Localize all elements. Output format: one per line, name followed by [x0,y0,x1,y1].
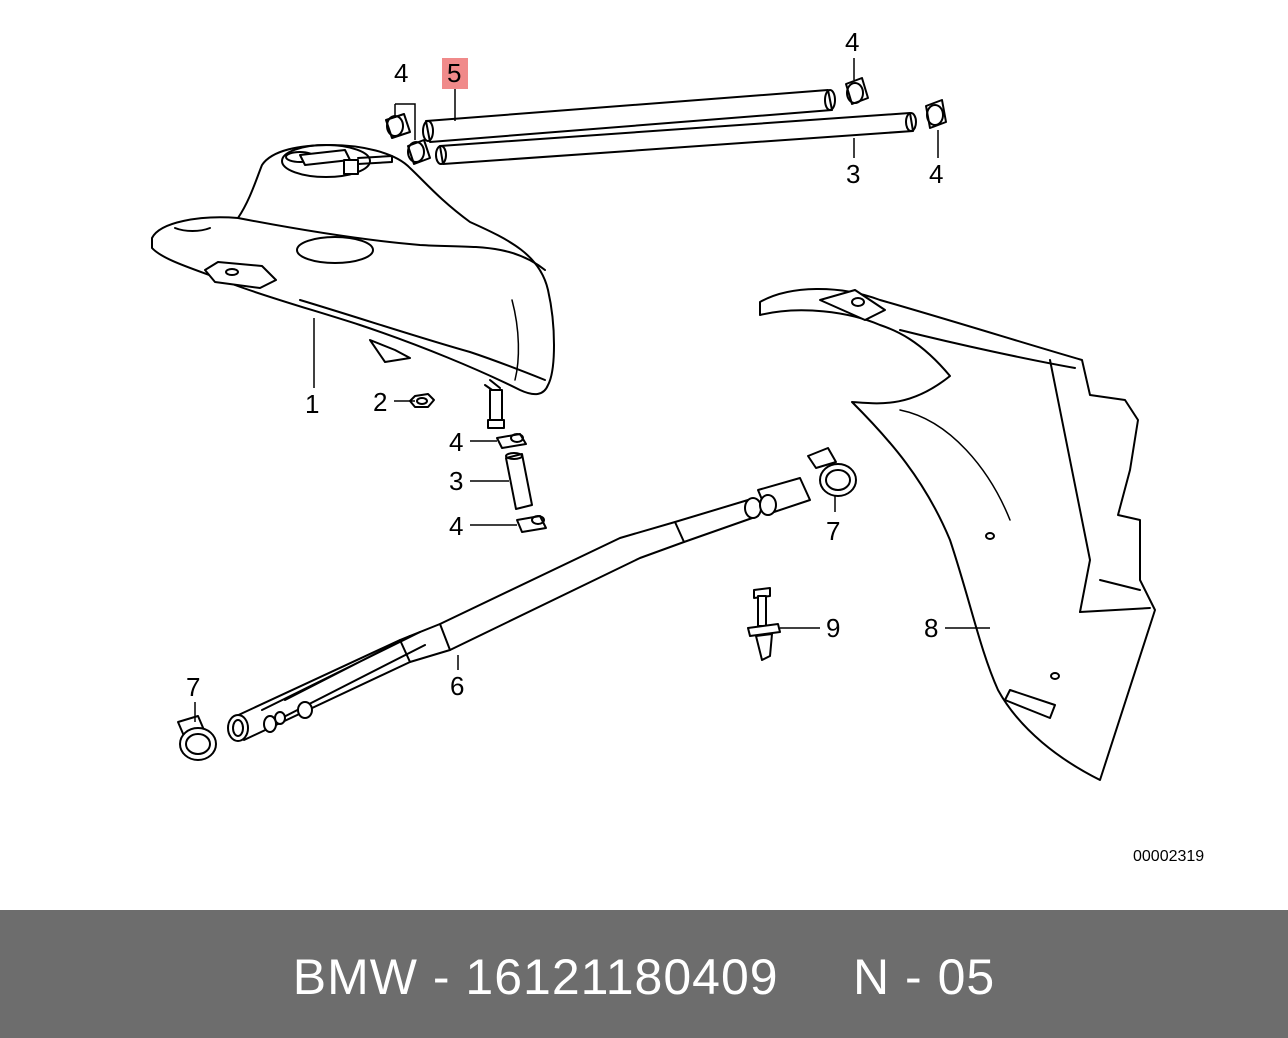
callout-3-upper: 3 [846,159,860,189]
callout-4-top-right: 4 [845,27,859,57]
callout-labels: 1 2 3 3 4 4 4 4 4 5 6 7 7 8 9 [186,27,943,702]
highlight-box [442,58,468,89]
callout-7-left: 7 [186,672,200,702]
callout-6: 6 [450,671,464,701]
callout-4-top-left: 4 [394,58,408,88]
long-vent-hose-part [435,112,917,165]
expanding-rivet-part [747,587,781,661]
hose-clamp-top-right-lower [925,99,947,129]
large-hose-clamp-left [177,715,217,761]
footer-part-number: BMW - 16121180409 N - 05 [292,949,996,1005]
exploded-parts-diagram: 1 2 3 3 4 4 4 4 4 5 6 7 7 8 9 [151,27,1156,781]
hose-bundle-part [227,497,762,742]
callout-7-right: 7 [826,516,840,546]
small-hose-clamp-lower [516,515,547,533]
callout-4-mid-lower: 4 [449,511,463,541]
callout-4-right: 4 [929,159,943,189]
callout-1: 1 [305,389,319,419]
footer-bar [0,910,1288,1038]
callout-3-lower: 3 [449,466,463,496]
callout-9: 9 [826,613,840,643]
callout-8: 8 [924,613,938,643]
inner-fender-cover-part [759,288,1156,781]
breather-pipe-highlighted-part [422,89,836,143]
large-hose-clamp-right [807,447,857,497]
callout-5: 5 [447,58,461,88]
tank-outlet-nozzle [487,389,505,429]
connector-sleeve-part [757,477,811,516]
hose-clamp-top-left-lower [407,139,431,165]
hose-clamp-top-right-upper [845,77,869,105]
short-hose-part [505,452,533,510]
leader-lines [194,58,990,722]
small-hose-clamp-upper [496,433,527,449]
fuel-tank-part [151,144,555,396]
diagram-reference-code: 00002319 [1133,848,1205,865]
hose-clamp-top-left-upper [385,113,411,139]
callout-4-mid-upper: 4 [449,427,463,457]
callout-2: 2 [373,387,387,417]
